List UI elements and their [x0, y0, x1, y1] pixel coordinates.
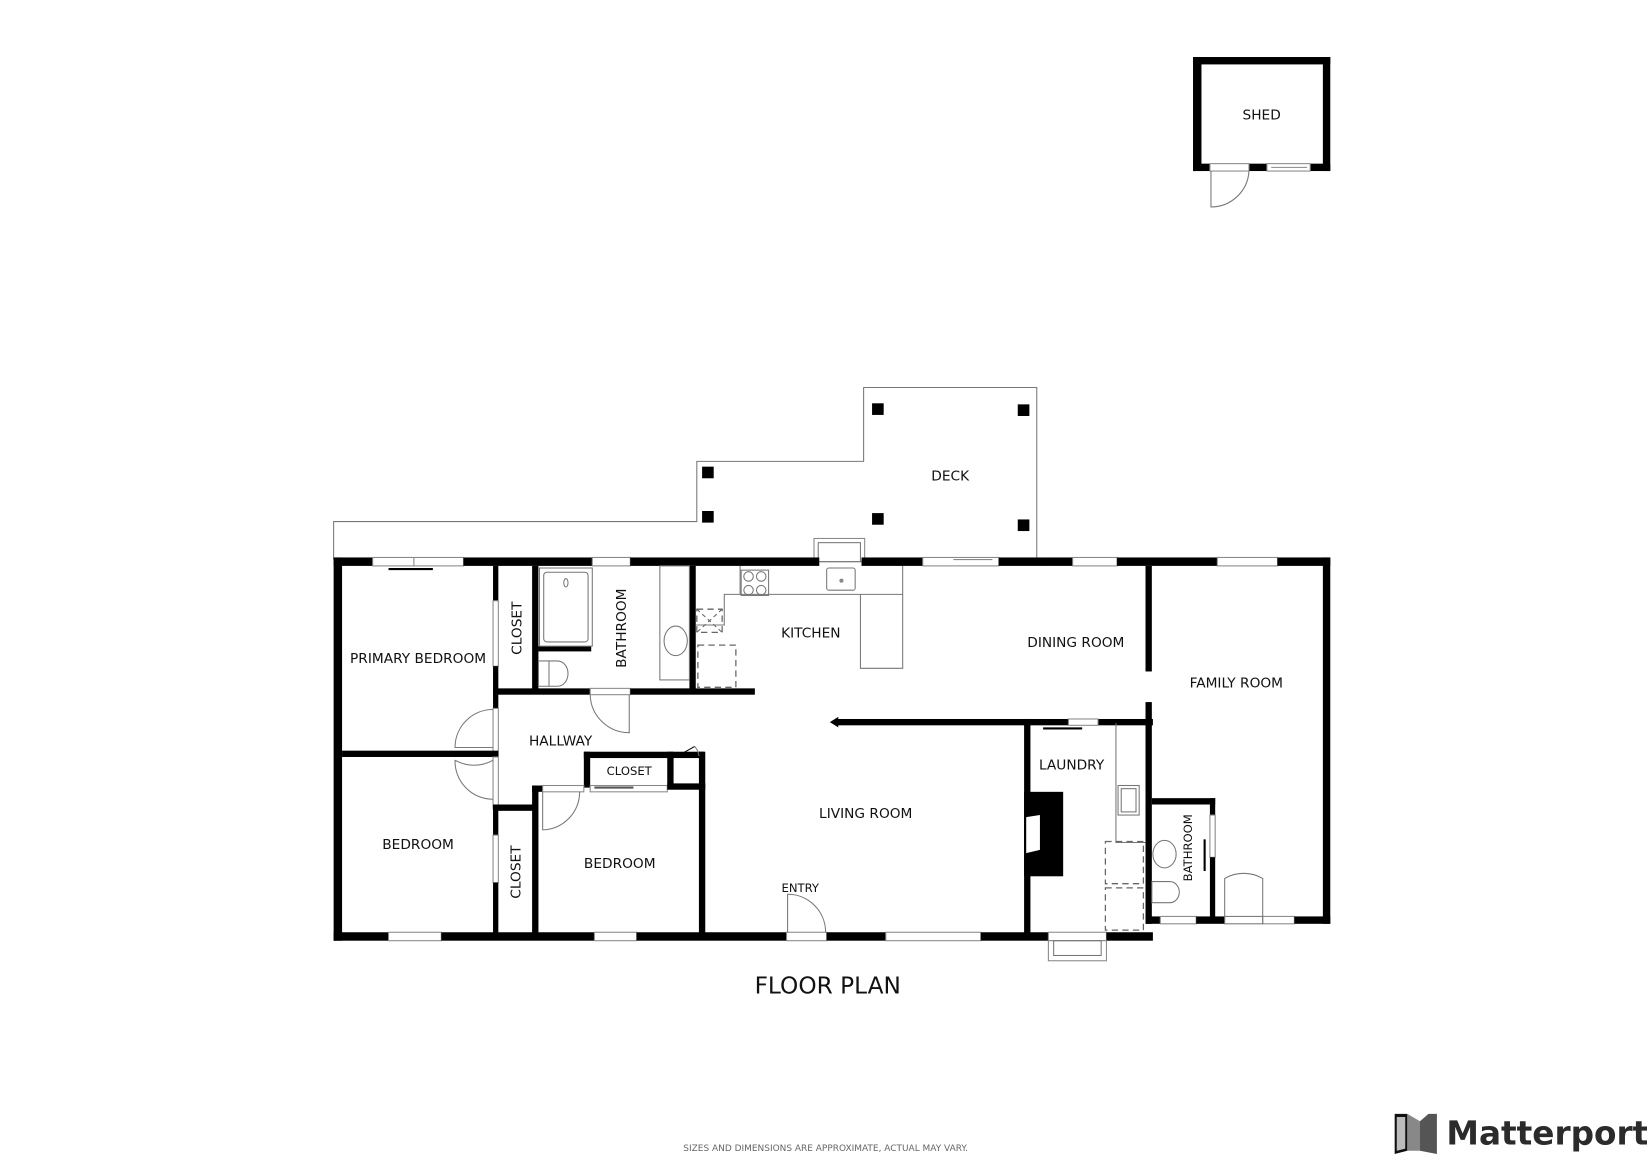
- room-label-living-room: LIVING ROOM: [819, 806, 912, 822]
- room-label-kitchen: KITCHEN: [781, 626, 840, 642]
- room-label-entry: ENTRY: [782, 881, 820, 895]
- shed: SHED: [1193, 57, 1331, 208]
- room-label-closet-primary: CLOSET: [510, 601, 526, 655]
- fixtures: [537, 565, 1180, 931]
- room-label-bedroom-middle: BEDROOM: [584, 856, 656, 872]
- room-label-bathroom-main: BATHROOM: [614, 588, 630, 667]
- doors: [454, 694, 1264, 933]
- deck: DECK: [333, 386, 1038, 563]
- room-label-bathroom-family: BATHROOM: [1181, 814, 1195, 881]
- disclaimer-text: SIZES AND DIMENSIONS ARE APPROXIMATE, AC…: [683, 1144, 968, 1154]
- exterior-walls: [333, 556, 1331, 962]
- brand-wordmark: Matterport: [1446, 1114, 1647, 1152]
- room-label-closet-hall: CLOSET: [607, 764, 653, 778]
- room-label-dining-room: DINING ROOM: [1027, 635, 1124, 651]
- room-label-deck: DECK: [931, 468, 970, 484]
- room-label-laundry: LAUNDRY: [1039, 758, 1105, 774]
- room-label-hallway: HALLWAY: [529, 733, 593, 749]
- room-label-primary-bedroom: PRIMARY BEDROOM: [350, 651, 486, 667]
- room-label-closet-left: CLOSET: [508, 845, 524, 899]
- room-labels: PRIMARY BEDROOM CLOSET BATHROOM KITCHEN …: [350, 588, 1283, 898]
- matterport-logo-icon: [1394, 1113, 1437, 1154]
- room-label-shed: SHED: [1243, 107, 1281, 123]
- room-label-family-room: FAMILY ROOM: [1190, 675, 1283, 691]
- room-label-bedroom-left: BEDROOM: [382, 837, 454, 853]
- floor-plan-title: FLOOR PLAN: [755, 972, 901, 999]
- interior-walls: [342, 565, 1216, 936]
